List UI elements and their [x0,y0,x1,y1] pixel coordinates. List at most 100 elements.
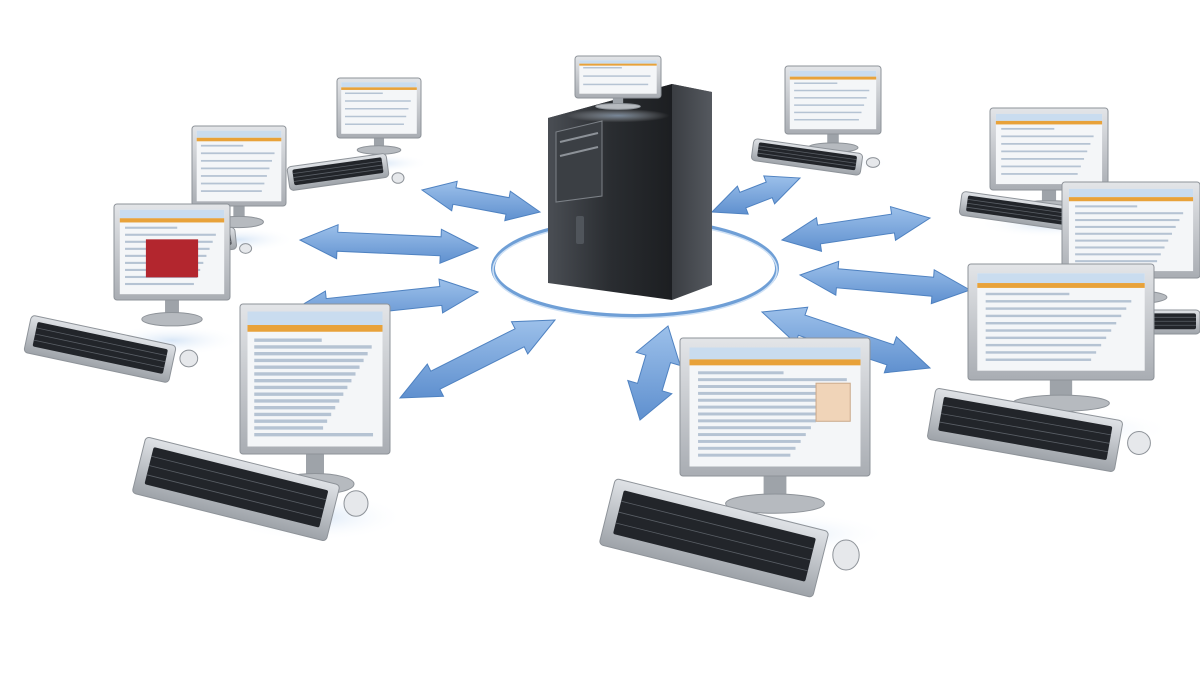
screen-content-line [985,292,1070,296]
key-row-gap [757,152,856,168]
screen-content-line [698,446,796,450]
screen-content-line [985,351,1097,354]
monitor-neck [612,98,624,106]
client-workstation-1 [286,77,430,191]
double-arrow-2 [298,223,480,265]
screen-content-line [200,182,265,185]
server-tower [548,84,712,300]
client-workstation-2 [566,55,670,123]
screen-content-line [985,358,1092,361]
screen-content-line [1001,142,1091,145]
monitor-base [141,311,203,327]
screen-content-line [794,89,870,92]
key-row-gap [618,511,811,561]
screen-content-line [1001,165,1081,168]
screen-content-line [200,144,244,147]
monitor-screen [1068,188,1194,272]
screen-content-line [254,365,360,369]
client-workstation-10 [599,337,889,598]
monitor-base [725,493,825,514]
key-row-gap [293,164,383,178]
screen-content-line [254,379,352,383]
screen-content-line [254,406,336,410]
screen-content-line [1075,260,1158,263]
screen-content-line [1075,246,1165,249]
screen-content-line [794,97,867,99]
key-row-gap [35,333,166,363]
screen-content-line [698,412,822,416]
double-arrow-6 [710,175,802,215]
key-row-gap [621,500,814,550]
screen-content-line [1075,239,1169,242]
drive-slot-1 [559,132,599,143]
key-row-gap [939,421,1109,453]
screen-content-line [200,175,267,177]
drive-slot-2 [559,146,599,157]
screen-content-line [125,282,194,286]
screen-medical-image [145,239,199,278]
screen-content-line [1075,219,1180,222]
screen-ribbon [1068,197,1194,202]
screen-content-line [344,92,383,95]
screen-ribbon [789,76,877,80]
screen-titlebar [1068,188,1194,198]
screen-content-line [254,412,332,417]
screen-content-line [344,115,407,118]
screen-content-line [254,385,348,390]
screen-ribbon [119,218,225,223]
screen-titlebar [579,60,657,64]
monitor-base [356,145,402,155]
monitor-neck [827,134,839,147]
key-row-gap [615,522,808,572]
key-row-gap [148,465,324,510]
screen-content-line [254,352,368,356]
screen-content-line [254,392,344,396]
screen-ribbon [196,137,282,142]
mouse [179,349,199,368]
screen-ribbon [341,87,417,90]
double-arrow-8 [798,260,972,305]
screen-content-line [794,111,862,114]
screen-content-line [125,233,216,236]
keyboard [23,315,177,383]
key-row-gap [33,339,165,369]
screen-titlebar [977,273,1145,284]
screen-content-line [1075,253,1161,256]
server-hub [491,84,779,319]
screen-content-line [254,399,340,403]
screen-titlebar [995,113,1103,121]
screen-content-line [200,190,262,192]
double-arrow-1 [420,180,542,222]
key-row-gap [146,474,322,519]
double-arrow-5 [627,325,681,421]
screen-titlebar [341,82,417,88]
monitor-screen [341,82,417,134]
mouse [832,539,860,571]
screen-titlebar [119,209,225,219]
screen-content-line [344,123,404,125]
mouse [239,243,253,254]
screen-titlebar [196,130,282,138]
screen-content-line [698,419,817,423]
screen-content-line [344,100,411,102]
floor-shadow [566,108,670,123]
screen-content-line [583,75,651,77]
key-row-gap [942,404,1112,436]
screen-content-line [1001,135,1094,138]
monitor-screen [995,113,1103,185]
screen-ribbon [247,325,383,332]
mouse [865,157,881,168]
screen-content-line [794,118,859,121]
screen-content-line [698,371,784,375]
screen-content-line [985,300,1132,303]
mouse [343,490,369,517]
screen-content-line [794,104,865,106]
screen-ribbon [689,359,861,366]
screen-content-line [1075,225,1176,228]
screen-content-line [698,378,847,382]
screen-ribbon [977,283,1145,288]
screen-content-line [698,398,832,402]
double-arrow-4 [398,319,557,399]
mouse [1127,431,1151,455]
monitor-screen [196,130,282,202]
